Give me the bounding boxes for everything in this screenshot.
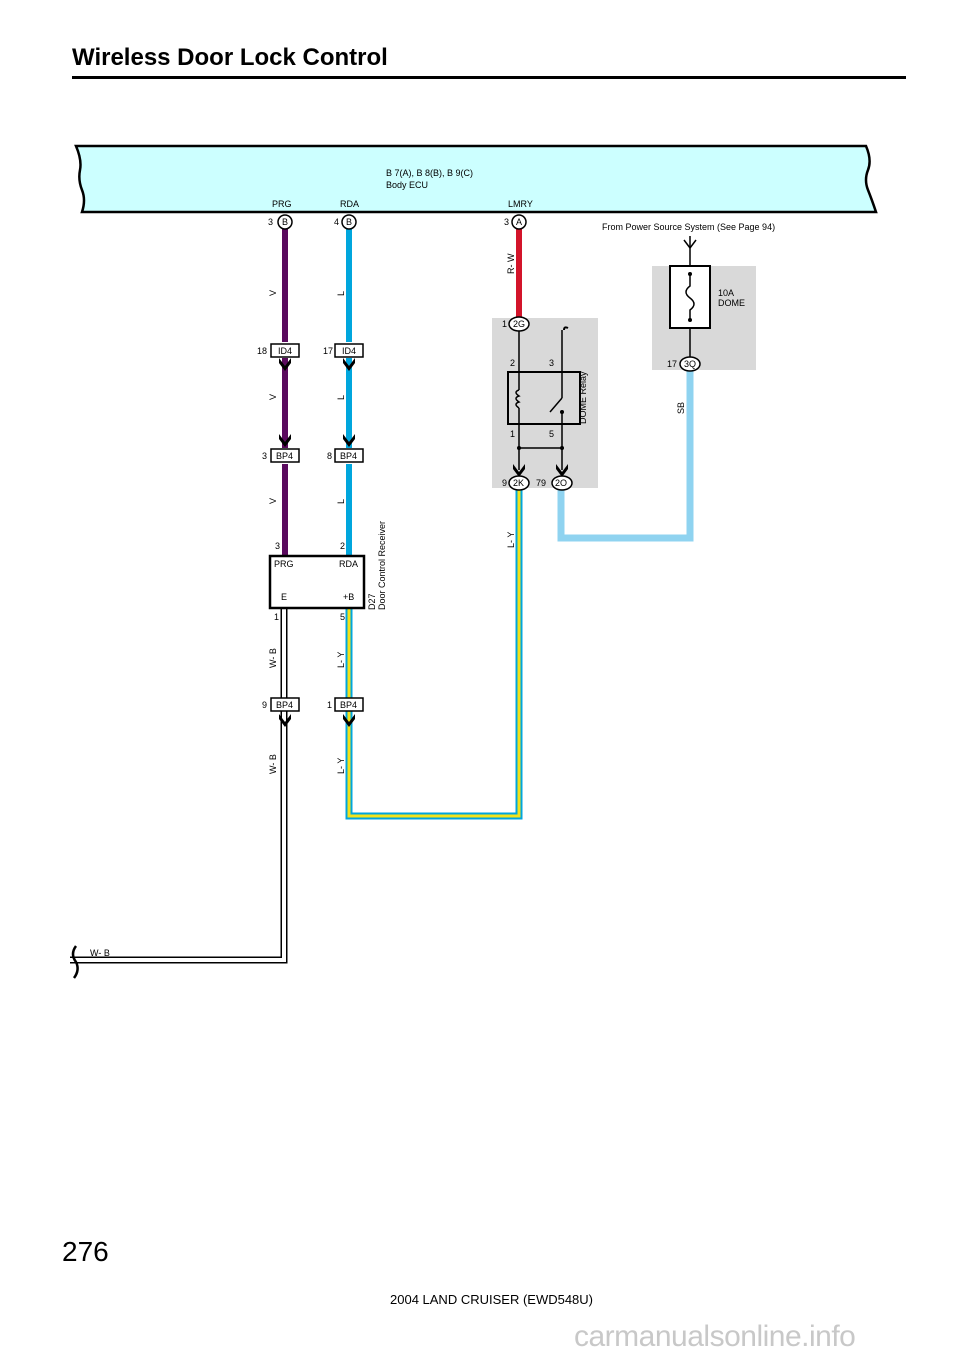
wire-label-wb-ground: W- B	[90, 948, 110, 958]
id4-right-label: ID4	[342, 346, 356, 356]
dome-fuse: 3Q 17 10A DOME	[667, 236, 745, 372]
receiver-pin-e-num: 1	[274, 612, 279, 622]
wire-label-ly-relay: L- Y	[506, 532, 516, 548]
bp4-upper-left-pin: 3	[262, 451, 267, 461]
wire-label-v-3: V	[268, 498, 278, 504]
bp4-lower-left-pin: 9	[262, 700, 267, 710]
bp4-upper-right-pin: 8	[327, 451, 332, 461]
relay-pin-5: 5	[549, 429, 554, 439]
wire-label-v-2: V	[268, 394, 278, 400]
wire-sb	[557, 364, 694, 542]
relay-pin-1: 1	[510, 429, 515, 439]
bp4-lower-right-pin: 1	[327, 700, 332, 710]
dome-relay: 2G 1 2 3 1 5 2K 9 2O 79	[502, 316, 581, 491]
watermark: carmanualsonline.info	[574, 1320, 856, 1353]
relay-name: DOME Relay	[578, 371, 588, 424]
title-rule	[72, 76, 906, 79]
ecu-pin-label-prg: PRG	[272, 199, 292, 209]
wire-label-l-1: L	[336, 291, 346, 296]
id4-connector-left: ID4 18	[257, 343, 300, 371]
wire-label-sb: SB	[676, 402, 686, 414]
receiver-pin-rda-num: 2	[340, 541, 345, 551]
bp4-connector-upper-right: BP4 8	[327, 434, 364, 463]
receiver-pin-prg-num: 3	[275, 541, 280, 551]
ecu-pin-lmry-num: 3	[504, 217, 509, 227]
receiver-code: D27	[367, 593, 377, 610]
wire-label-ly-1: L- Y	[336, 652, 346, 668]
id4-right-pin: 17	[323, 346, 333, 356]
ecu-pin-rda-conn: B	[346, 217, 352, 227]
wire-wb-outer	[70, 608, 288, 964]
wire-ly-outer	[345, 484, 523, 820]
ecu-pin-lmry: A 3	[504, 214, 527, 230]
wire-label-v-1: V	[268, 290, 278, 296]
relay-top-pin: 1	[502, 319, 507, 329]
ecu-pin-prg-conn: B	[282, 217, 288, 227]
receiver-label-prg: PRG	[274, 559, 294, 569]
wire-label-rw: R- W	[506, 253, 516, 274]
relay-left-pin: 9	[502, 478, 507, 488]
bp4-lower-right-label: BP4	[340, 700, 357, 710]
relay-right-pin: 79	[536, 478, 546, 488]
relay-pin-3: 3	[549, 358, 554, 368]
id4-left-pin: 18	[257, 346, 267, 356]
wire-wb-inner	[70, 608, 286, 962]
wire-ly-inner	[347, 484, 521, 818]
relay-top-conn: 2G	[513, 319, 525, 329]
fuse-rating: 10A	[718, 288, 734, 298]
bp4-upper-right-label: BP4	[340, 451, 357, 461]
body-ecu-box	[74, 144, 878, 214]
bp4-connector-lower-left: BP4 9	[262, 697, 300, 727]
id4-left-label: ID4	[278, 346, 292, 356]
power-source-note: From Power Source System (See Page 94)	[602, 222, 775, 232]
bp4-connector-lower-right: BP4 1	[327, 697, 364, 727]
ecu-connectors-label: B 7(A), B 8(B), B 9(C)	[386, 168, 473, 178]
ecu-pin-rda: B 4	[334, 214, 357, 230]
page-title: Wireless Door Lock Control	[72, 44, 388, 71]
footer-model: 2004 LAND CRUISER (EWD548U)	[390, 1292, 594, 1307]
receiver-label-e: E	[281, 592, 287, 602]
wire-label-ly-2: L- Y	[336, 758, 346, 774]
bp4-connector-upper-left: BP4 3	[262, 434, 300, 463]
fuse-name: DOME	[718, 298, 745, 308]
door-control-receiver: 3 2 PRG RDA E +B 1 5	[268, 541, 366, 622]
wire-label-l-3: L	[336, 499, 346, 504]
page-number: 276	[62, 1236, 109, 1267]
receiver-label-rda: RDA	[339, 559, 358, 569]
receiver-name: Door Control Receiver	[377, 521, 387, 610]
bp4-lower-left-label: BP4	[276, 700, 293, 710]
ecu-pin-label-rda: RDA	[340, 199, 359, 209]
fuse-pin: 17	[667, 359, 677, 369]
ground-break-mark	[71, 945, 79, 979]
ecu-pin-prg: B 3	[268, 214, 293, 230]
fuse-conn: 3Q	[684, 359, 696, 369]
receiver-label-b: +B	[343, 592, 354, 602]
relay-right-conn: 2O	[555, 478, 567, 488]
receiver-pin-b-num: 5	[340, 612, 345, 622]
wire-label-wb-1: W- B	[268, 648, 278, 668]
ecu-pin-lmry-conn: A	[516, 217, 522, 227]
wire-label-l-2: L	[336, 395, 346, 400]
ecu-pin-label-lmry: LMRY	[508, 199, 533, 209]
wire-label-wb-2: W- B	[268, 754, 278, 774]
id4-connector-right: ID4 17	[323, 343, 364, 371]
ecu-name-label: Body ECU	[386, 180, 428, 190]
relay-pin-2: 2	[510, 358, 515, 368]
relay-left-conn: 2K	[513, 478, 524, 488]
ecu-pin-prg-num: 3	[268, 217, 273, 227]
ecu-pin-rda-num: 4	[334, 217, 339, 227]
bp4-upper-left-label: BP4	[276, 451, 293, 461]
